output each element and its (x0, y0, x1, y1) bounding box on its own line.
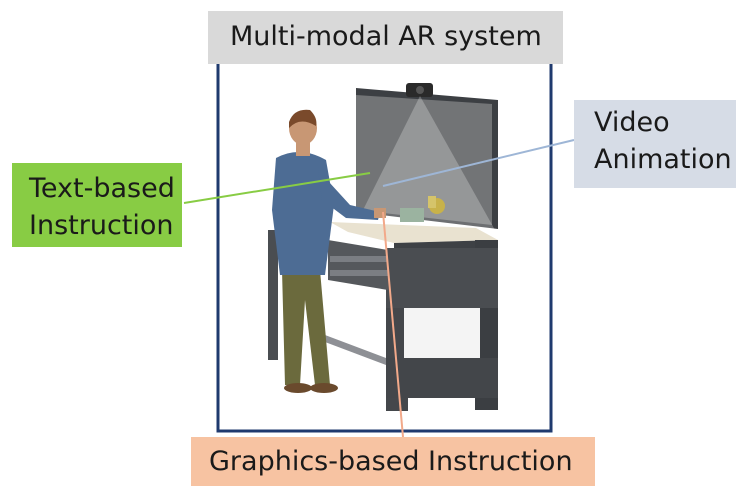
video-callout-leader (382, 139, 575, 187)
text-callout-line2: Instruction (29, 210, 174, 241)
lower-shelf (325, 335, 386, 365)
screen-reflection (356, 95, 492, 225)
graphics-callout-text: Graphics-based Instruction (209, 446, 573, 477)
text-callout-leader (183, 172, 371, 204)
projection-screen (356, 88, 498, 229)
system-title-label: Multi-modal AR system (208, 11, 563, 64)
text-based-callout: Text-based Instruction (12, 163, 182, 247)
workbench-top (330, 222, 498, 243)
drawer (328, 240, 388, 290)
text-callout-line1: Text-based (29, 173, 175, 204)
graphics-callout-leader (382, 211, 404, 438)
video-callout-line1: Video (594, 107, 670, 138)
video-callout-line2: Animation (594, 144, 732, 175)
graphics-based-callout: Graphics-based Instruction (191, 437, 595, 486)
system-title-text: Multi-modal AR system (230, 21, 542, 52)
parts-tray (400, 208, 424, 222)
video-animation-callout: Video Animation (574, 100, 736, 188)
worker-figure (272, 109, 386, 393)
projection-cone (360, 96, 495, 230)
